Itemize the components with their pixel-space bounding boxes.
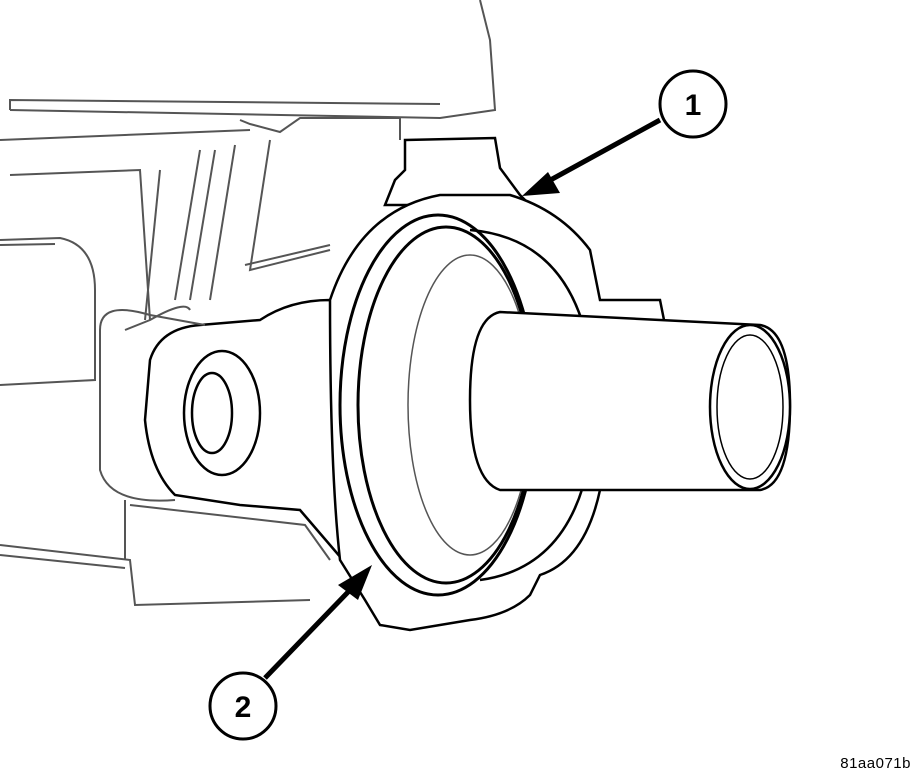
callout-1: 1: [522, 69, 728, 196]
callout-1-label: 1: [685, 89, 702, 122]
callout-2-circle: [208, 671, 278, 741]
figure-id: 81aa071b: [840, 755, 911, 772]
callout-1-circle: [658, 69, 728, 139]
callout-2-arrowhead: [338, 565, 372, 600]
flange-outline-outer: [99, 309, 331, 561]
callout-2: 2: [208, 565, 372, 741]
callout-2-label: 2: [235, 691, 252, 724]
callout-2-leader: [263, 588, 352, 680]
bolt-hole: [182, 349, 262, 477]
pushrod-tube: [468, 310, 792, 492]
callout-1-arrowhead: [522, 172, 560, 196]
booster-housing: [0, 0, 497, 607]
callout-1-leader: [543, 117, 662, 186]
mounting-flange: [143, 298, 382, 583]
